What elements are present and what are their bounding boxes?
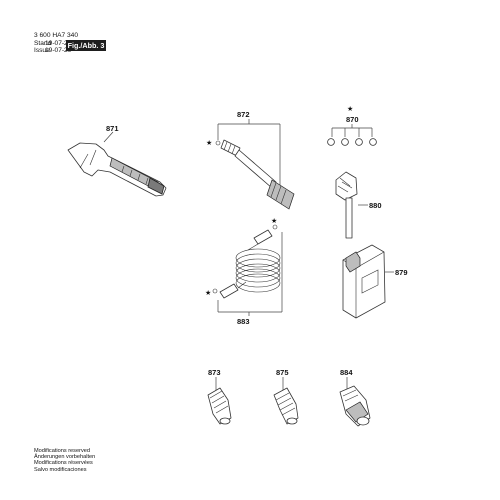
quick-connector-part[interactable]: 884 [339, 368, 371, 427]
detergent-nozzle-part[interactable]: 880 [335, 171, 382, 239]
star-marker-870: ★ [347, 105, 353, 113]
part-number-879: 879 [395, 268, 408, 277]
star-marker-883b: ★ [205, 289, 211, 297]
footer-notes: Modifications reserved Änderungen vorbeh… [34, 448, 95, 473]
note-line: Modifications réservées [34, 460, 93, 467]
part-number-880: 880 [369, 201, 382, 210]
stand-value: 19-07-25 [45, 40, 72, 47]
o-rings-part[interactable]: ★ 870 [327, 105, 377, 146]
issue-label: Issue [34, 47, 50, 54]
rotary-nozzle-part[interactable]: 875 [273, 368, 299, 425]
doc-number: 3 600 HA7 340 [34, 32, 78, 39]
part-number-873: 873 [208, 368, 221, 377]
star-marker: ★ [206, 139, 212, 147]
note-line: Salvo modificaciones [34, 466, 87, 473]
part-number-871: 871 [106, 124, 119, 133]
note-line: Modifications reserved [34, 448, 90, 454]
detergent-bottle-part[interactable]: 879 [342, 244, 408, 319]
issue-value: 19-07-29 [45, 47, 72, 54]
part-number-872: 872 [237, 110, 250, 119]
figure-label: Fig./Abb. 3 [66, 40, 106, 51]
fan-nozzle-part[interactable]: 873 [207, 368, 232, 425]
stand-label: Stand [34, 40, 52, 47]
part-number-883: 883 [237, 317, 250, 326]
hose-part[interactable]: ★ ★ 883 [205, 217, 283, 326]
part-number-875: 875 [276, 368, 289, 377]
star-marker-883a: ★ [271, 217, 277, 225]
part-number-870: 870 [346, 115, 359, 124]
note-line: Änderungen vorbehalten [34, 454, 96, 461]
spray-gun-part[interactable]: 871 [67, 124, 167, 197]
lance-part[interactable]: 872 ★ [206, 110, 295, 210]
part-number-884: 884 [340, 368, 353, 377]
